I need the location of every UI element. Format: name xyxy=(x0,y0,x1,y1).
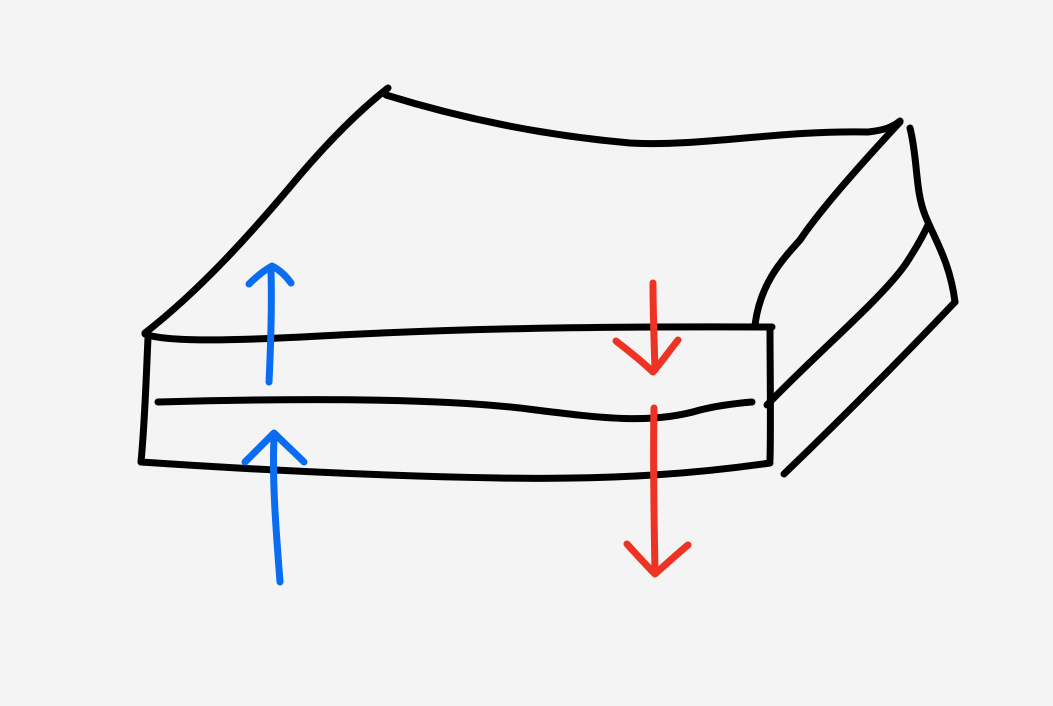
layer-divider xyxy=(154,396,756,423)
side-bottom-edge xyxy=(780,298,959,478)
upper-down-arrow-head xyxy=(612,336,682,376)
upper-down-arrow-shaft xyxy=(649,279,659,374)
side-back-edge xyxy=(906,124,959,306)
upper-down-arrow xyxy=(612,279,682,376)
front-left-edge xyxy=(137,334,152,466)
upper-up-arrow xyxy=(245,262,295,386)
lower-up-arrow-head xyxy=(241,429,308,466)
top-face-right-edge xyxy=(751,118,904,329)
slab-outline xyxy=(137,84,959,482)
lower-up-arrow-shaft xyxy=(269,434,284,586)
side-divider xyxy=(763,221,932,409)
upper-up-arrow-head xyxy=(245,262,295,288)
front-bottom-edge xyxy=(137,458,774,482)
lower-down-arrow-shaft xyxy=(650,404,659,576)
lower-down-arrow-head xyxy=(623,540,692,578)
upper-up-arrow-shaft xyxy=(265,266,275,386)
lower-down-arrow xyxy=(623,404,692,578)
front-top-edge xyxy=(141,323,776,344)
top-face-back-edge xyxy=(382,91,904,148)
lower-up-arrow xyxy=(241,429,308,586)
top-face-left-edge xyxy=(141,84,392,337)
